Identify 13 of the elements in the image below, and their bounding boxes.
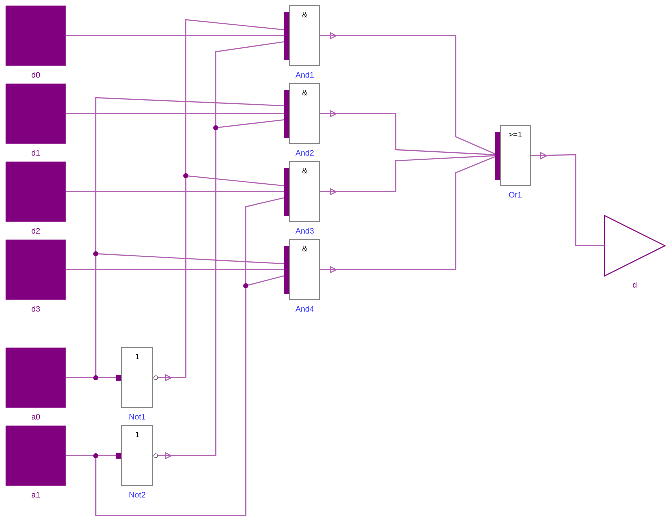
wire xyxy=(66,113,284,115)
wire xyxy=(66,253,285,379)
wire xyxy=(158,175,285,379)
wire xyxy=(320,35,496,154)
wire xyxy=(320,156,496,271)
wire xyxy=(66,191,284,193)
wire xyxy=(66,275,285,517)
wire xyxy=(320,155,496,193)
wire xyxy=(320,113,496,156)
wire xyxy=(66,269,284,271)
wire xyxy=(158,119,285,457)
wire xyxy=(531,154,605,247)
wire xyxy=(66,35,284,37)
